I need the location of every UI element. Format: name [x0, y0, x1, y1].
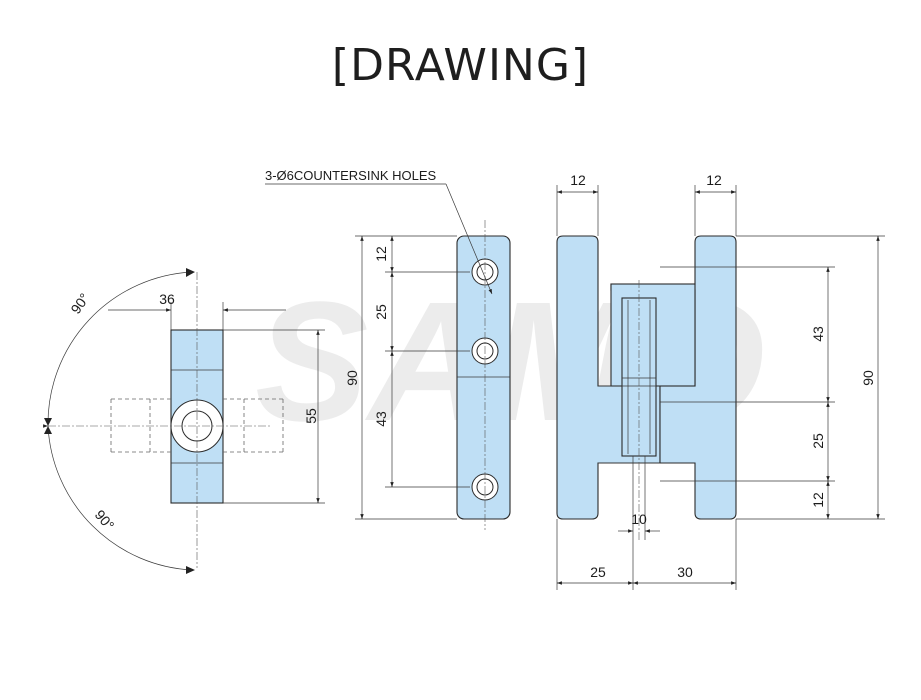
assembly-lower-span: 25: [810, 433, 826, 449]
plate-view: 3-Ø6COUNTERSINK HOLES 90 12 25 43: [265, 168, 511, 530]
angle-top-label: 90°: [67, 290, 92, 317]
assembly-view: 12 12 43 25 12: [556, 172, 885, 590]
plate-top-offset-dimension: 12: [373, 246, 389, 262]
hinge-pin: [621, 297, 657, 457]
left-width-dimension: 25: [590, 564, 606, 580]
right-leaf: [610, 235, 737, 520]
plate-body: [456, 235, 511, 520]
side-height-dimension: 55: [303, 408, 319, 424]
plate-hole-spacing-1: 25: [373, 304, 389, 320]
right-width-dimension: 30: [677, 564, 693, 580]
assembly-bottom-offset: 12: [810, 492, 826, 508]
assembly-overall-height: 90: [860, 370, 876, 386]
side-width-dimension: 36: [159, 291, 175, 307]
assembly-upper-span: 43: [810, 326, 826, 342]
plate-overall-dimension: 90: [344, 370, 360, 386]
right-leaf-width-dimension: 12: [706, 172, 722, 188]
countersink-callout: 3-Ø6COUNTERSINK HOLES: [265, 168, 437, 183]
plate-hole-spacing-2: 43: [373, 411, 389, 427]
left-leaf-width-dimension: 12: [570, 172, 586, 188]
drawing-title: [DRAWING]: [331, 40, 590, 91]
pin-diameter-dimension: 10: [631, 511, 647, 527]
